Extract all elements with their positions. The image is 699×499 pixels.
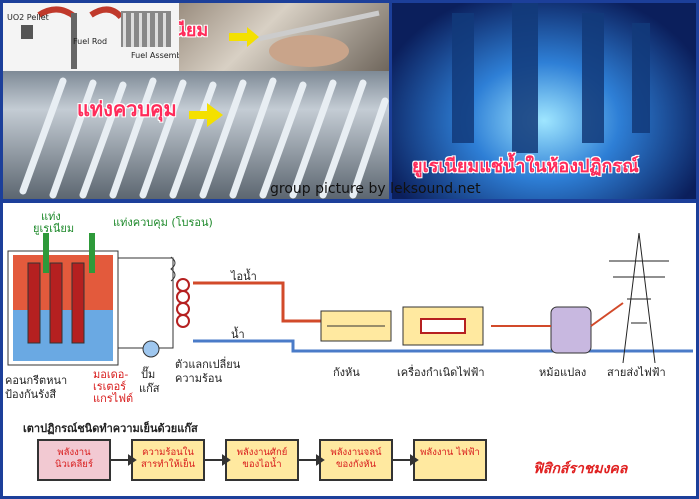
water-pipe xyxy=(193,339,693,353)
flow-step-2: ความร้อนใน สารทำให้เย็น xyxy=(131,439,205,481)
steam-label: ไอน้ำ xyxy=(231,270,257,283)
power-tower xyxy=(609,232,669,364)
concrete-label-2: ป้องกันรังสี xyxy=(5,388,57,401)
pellet-label: UO2 Pellet xyxy=(7,13,49,22)
fuel-rod-shape xyxy=(71,13,77,69)
yellow-arrow-1 xyxy=(229,27,259,47)
reactor-type-title: เตาปฏิกรณ์ชนิดทำความเย็นด้วยแก๊ส xyxy=(23,422,198,435)
uranium-rod-label-2: ยูเรเนียม xyxy=(33,222,75,235)
gas-loop xyxy=(117,257,174,349)
moderator-label-2: เรเตอร์ xyxy=(93,380,127,393)
gas-pump xyxy=(142,340,160,358)
fuel-rod-2 xyxy=(49,262,63,344)
rods-illustration xyxy=(19,77,389,199)
pool-photo-label: ยูเรเนียมแช่น้ำในห้องปฏิกรณ์ xyxy=(412,156,639,177)
flow-step-1: พลังงาน นิวเคลียร์ xyxy=(37,439,111,481)
pump-label-2: แก๊ส xyxy=(139,382,160,395)
control-rod-label: แท่งควบคุม (โบรอน) xyxy=(113,216,213,229)
flow-step-4: พลังงานจลน์ ของกังหัน xyxy=(319,439,393,481)
fuel-assembly-label: Fuel Assembly xyxy=(131,51,179,60)
uranium-rod-label-1: แท่ง xyxy=(41,210,61,223)
assembly-shape xyxy=(121,11,171,47)
flow-step-3: พลังงานศักย์ ของไอน้ำ xyxy=(225,439,299,481)
pool-illustration xyxy=(452,3,650,153)
water-label: น้ำ xyxy=(231,328,245,341)
moderator-label-3: แกรไฟต์ xyxy=(93,392,134,405)
power-plant-diagram: แท่ง ยูเรเนียม แท่งควบคุม (โบรอน) ไอน้ำ … xyxy=(3,203,696,496)
concrete-label-1: คอนกรีตหนา xyxy=(5,374,68,387)
pump-label-1: ปั๊ม xyxy=(141,368,156,381)
hand-holding-rod-photo: ยูเรเนียม xyxy=(179,3,389,71)
steam-pipe xyxy=(193,281,321,323)
fuel-components-photo: UO2 Pellet Fuel Rod Fuel Assembly xyxy=(3,3,179,71)
generator-label: เครื่องกำเนิดไฟฟ้า xyxy=(397,366,485,379)
flow-step-5: พลังงาน ไฟฟ้า xyxy=(413,439,487,481)
fuel-rod-3 xyxy=(71,262,85,344)
brand-label: ฟิสิกส์ราชมงคล xyxy=(533,461,628,477)
control-rods-photo: แท่งควบคุม xyxy=(3,71,389,199)
diagram-illustration xyxy=(7,232,693,366)
heat-exchanger-coil xyxy=(176,278,190,328)
generator-body xyxy=(402,306,484,346)
heat-exchanger-label-1: ตัวแลกเปลี่ยน xyxy=(175,358,241,371)
control-rods-photo-label: แท่งควบคุม xyxy=(77,97,177,121)
heat-exchanger-label-2: ความร้อน xyxy=(175,372,222,385)
transformer-body xyxy=(550,306,592,354)
fuel-components-illustration xyxy=(21,6,171,69)
photo-credit: group picture by leksound.net xyxy=(270,181,481,197)
fuel-rod-label: Fuel Rod xyxy=(73,37,108,46)
arrow-2 xyxy=(89,6,124,20)
control-rod-1 xyxy=(43,233,49,273)
yellow-arrow-2 xyxy=(189,103,223,127)
turbine-label: กังหัน xyxy=(333,366,360,379)
hand-illustration xyxy=(229,10,380,67)
fuel-rod-1 xyxy=(27,262,41,344)
transformer-label: หม้อแปลง xyxy=(539,366,587,379)
pellet-shape xyxy=(21,25,33,39)
powerline-label: สายส่งไฟฟ้า xyxy=(607,366,666,379)
uranium-photo-label: ยูเรเนียม xyxy=(179,20,209,41)
reactor-pool-photo: ยูเรเนียมแช่น้ำในห้องปฏิกรณ์ xyxy=(392,3,696,199)
moderator-label-1: มอเดอ- xyxy=(93,368,129,381)
control-rod-2 xyxy=(89,233,95,273)
